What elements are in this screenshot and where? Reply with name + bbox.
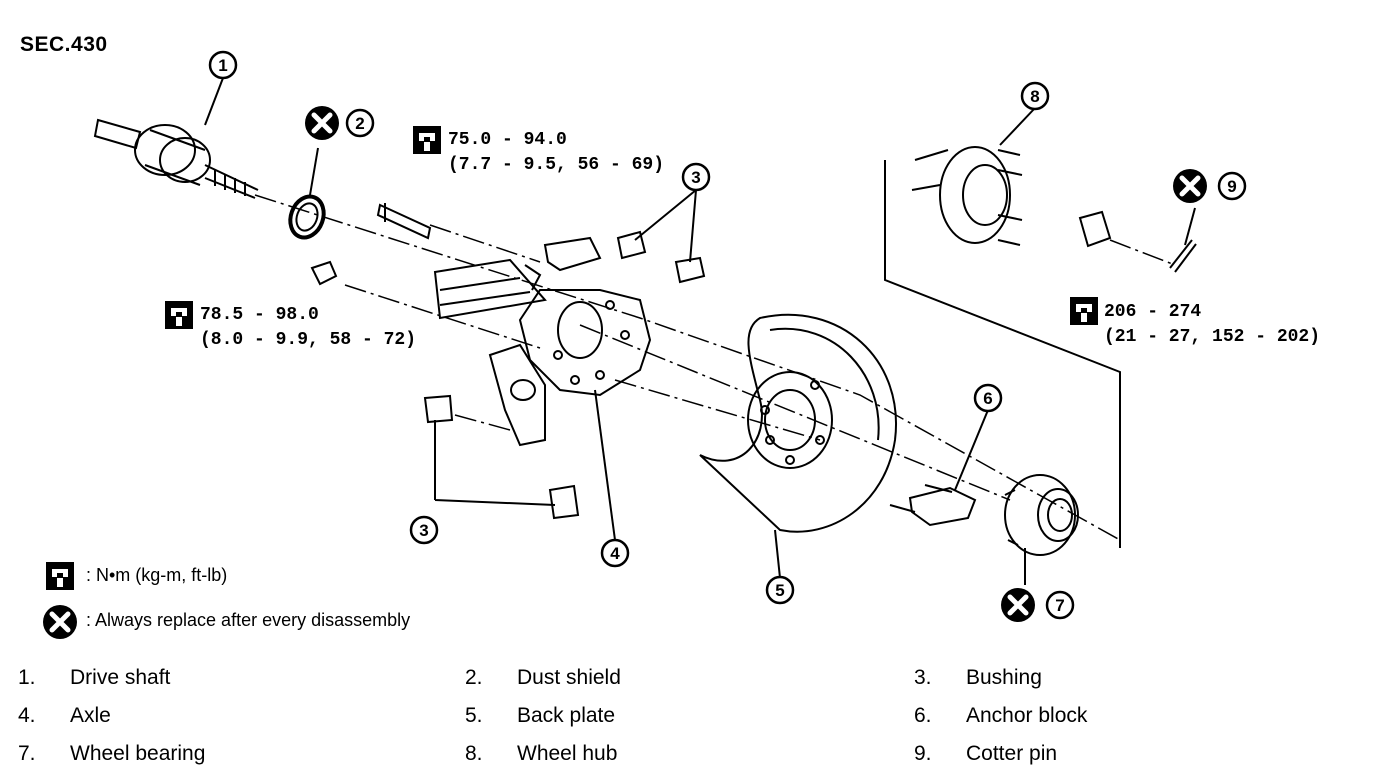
callout-5: 5 (765, 575, 795, 605)
torque-alt-units: (21 - 27, 152 - 202) (1104, 327, 1321, 347)
svg-text:5: 5 (775, 581, 784, 600)
torque-spec-nut: 78.5 - 98.0 (8.0 - 9.9, 58 - 72) (200, 303, 416, 353)
wheel-hub-drawing (911, 146, 1023, 246)
callout-3a: 3 (681, 162, 711, 192)
exploded-view-diagram: 1 2 3 3 4 5 6 7 8 9 (0, 50, 1247, 660)
svg-text:6: 6 (983, 389, 992, 408)
callout-6: 6 (973, 383, 1003, 413)
svg-text:2: 2 (355, 114, 364, 133)
callout-4: 4 (600, 538, 630, 568)
axle-knuckle-drawing (433, 236, 652, 447)
callout-markers: 1 2 3 3 4 5 6 7 8 9 (208, 50, 1247, 620)
replace-icon (305, 106, 339, 140)
svg-text:9: 9 (1227, 177, 1236, 196)
svg-text:3: 3 (419, 521, 428, 540)
torque-wrench-icon (1070, 297, 1098, 325)
torque-alt-units: (7.7 - 9.5, 56 - 69) (448, 155, 665, 175)
torque-spec-knuckle-bolt: 75.0 - 94.0 (7.7 - 9.5, 56 - 69) (448, 128, 664, 178)
callout-2: 2 (345, 108, 375, 138)
svg-text:3: 3 (691, 168, 700, 187)
svg-text:4: 4 (610, 544, 620, 563)
torque-nm: 78.5 - 98.0 (200, 305, 319, 325)
callout-3b: 3 (409, 515, 439, 545)
svg-text:7: 7 (1055, 596, 1064, 615)
svg-text:1: 1 (218, 56, 227, 75)
callout-7: 7 (1045, 590, 1075, 620)
section-label: SEC.430 (20, 33, 108, 56)
torque-alt-units: (8.0 - 9.9, 58 - 72) (200, 330, 417, 350)
replace-icon (1001, 588, 1035, 622)
callout-1: 1 (208, 50, 238, 80)
legend-torque-units: : N•m (kg-m, ft-lb) (86, 565, 228, 585)
svg-text:8: 8 (1030, 87, 1039, 106)
callout-9: 9 (1217, 171, 1247, 201)
replace-icon (43, 605, 77, 639)
callout-8: 8 (1020, 81, 1050, 111)
torque-wrench-icon (413, 126, 441, 154)
legend-replace-note: : Always replace after every disassembly (86, 610, 411, 630)
torque-spec-hub-nut: 206 - 274 (21 - 27, 152 - 202) (1104, 300, 1320, 350)
torque-wrench-icon (165, 301, 193, 329)
torque-nm: 75.0 - 94.0 (448, 130, 567, 150)
torque-nm: 206 - 274 (1104, 302, 1202, 322)
drive-shaft-drawing (93, 118, 259, 199)
torque-wrench-icon (46, 562, 74, 590)
replace-icon (1173, 169, 1207, 203)
back-plate-drawing (699, 313, 898, 533)
